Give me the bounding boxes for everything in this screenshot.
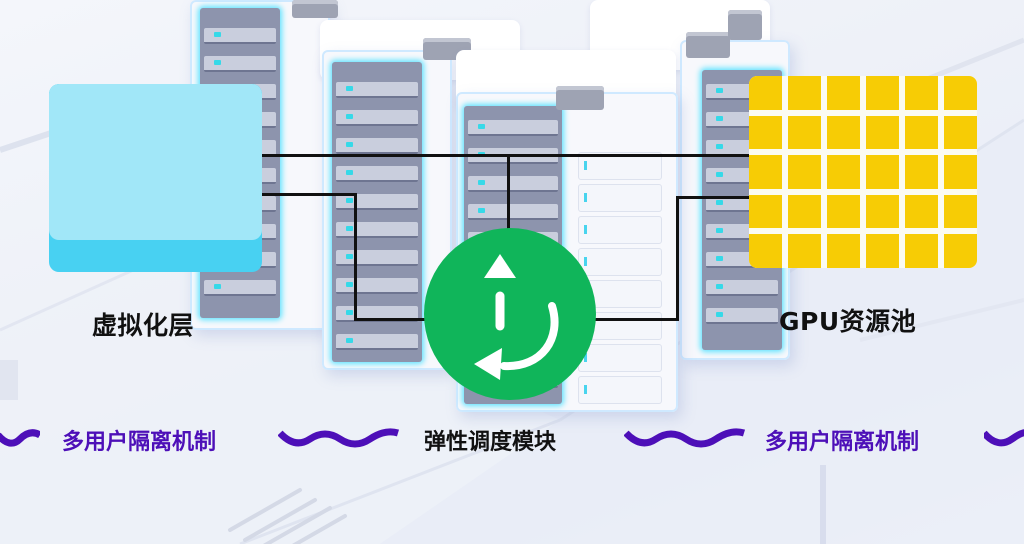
- gpu-cell: [788, 115, 821, 150]
- gpu-cell: [866, 234, 899, 268]
- rack-top-unit: [686, 32, 730, 58]
- gpu-cell: [866, 155, 899, 189]
- connector-vlayer-scheduler-v: [354, 193, 357, 321]
- connector-vlayer-scheduler-h1: [262, 193, 357, 196]
- gpu-cell: [905, 155, 938, 189]
- elastic-scheduling-module-label: 弹性调度模块: [424, 430, 557, 455]
- gpu-cell: [788, 76, 821, 110]
- gpu-pool-node: [749, 76, 977, 268]
- connector-scheduler-gpu-h2: [676, 196, 749, 199]
- gpu-cell: [944, 155, 977, 189]
- elastic-scheduler-node: [424, 228, 596, 400]
- connector-scheduler-gpu-v: [676, 196, 679, 321]
- gpu-cell: [788, 234, 821, 268]
- virtualization-layer-top-face: [49, 84, 262, 240]
- gpu-cell: [905, 76, 938, 110]
- gpu-cell: [905, 194, 938, 229]
- gpu-cell: [749, 115, 782, 150]
- gpu-cell: [749, 155, 782, 189]
- gpu-cell: [827, 234, 860, 268]
- gpu-cell: [866, 194, 899, 229]
- gpu-cell: [905, 115, 938, 150]
- connector-vlayer-scheduler-h2: [354, 318, 428, 321]
- gpu-cell: [827, 194, 860, 229]
- gpu-cell: [944, 76, 977, 110]
- gpu-cell: [944, 115, 977, 150]
- rack-top-unit: [728, 10, 762, 40]
- wave-separator-icon: [0, 429, 40, 447]
- multi-tenant-isolation-label: 多用户隔离机制: [765, 430, 920, 455]
- connector-vlayer-gpu: [262, 154, 749, 157]
- gpu-cell: [749, 76, 782, 110]
- gpu-cell: [827, 155, 860, 189]
- gpu-pool-label: GPU资源池: [779, 307, 917, 336]
- rotate-arrows-icon: [474, 254, 559, 380]
- gpu-cell: [788, 194, 821, 229]
- rack-top-unit: [292, 0, 338, 18]
- gpu-cell: [905, 234, 938, 268]
- rack-top-unit: [556, 86, 604, 110]
- gpu-cell: [827, 76, 860, 110]
- gpu-cell: [749, 234, 782, 268]
- virtualization-layer-node: [49, 84, 262, 272]
- gpu-cell: [866, 76, 899, 110]
- gpu-cell: [866, 115, 899, 150]
- gpu-cell: [827, 115, 860, 150]
- gpu-cell: [944, 234, 977, 268]
- gpu-cell: [749, 194, 782, 229]
- rack-front-panel: [332, 62, 422, 362]
- connector-branch-scheduler: [507, 154, 510, 232]
- multi-tenant-isolation-label: 多用户隔离机制: [62, 430, 217, 455]
- wave-separator-icon: [984, 429, 1024, 447]
- connector-scheduler-gpu-h1: [594, 318, 679, 321]
- gpu-cell: [788, 155, 821, 189]
- wave-separator-icon: [278, 428, 400, 448]
- wave-separator-icon: [624, 428, 746, 448]
- virtualization-layer-label: 虚拟化层: [92, 311, 195, 340]
- gpu-cell: [944, 194, 977, 229]
